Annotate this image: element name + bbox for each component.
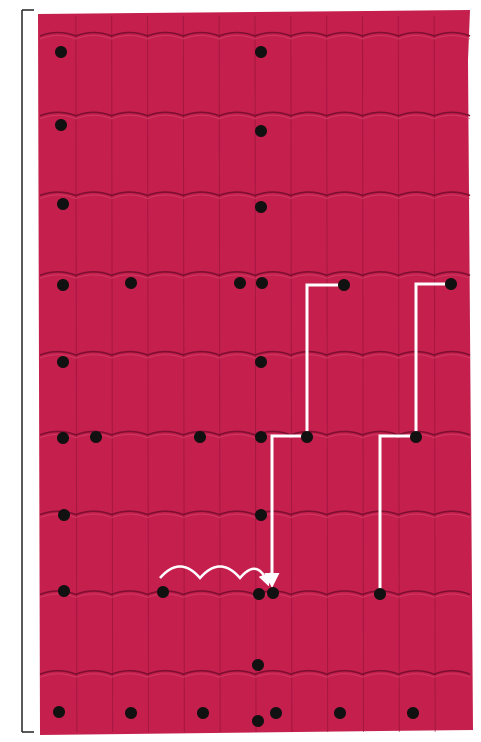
- dot: [270, 707, 282, 719]
- dot: [252, 715, 264, 727]
- dot: [55, 46, 67, 58]
- dot: [57, 198, 69, 210]
- dot: [338, 279, 350, 291]
- dot: [410, 431, 422, 443]
- dot: [90, 431, 102, 443]
- roof: [38, 10, 473, 735]
- dot: [301, 431, 313, 443]
- left-bracket: [22, 10, 34, 732]
- dot: [255, 431, 267, 443]
- dot: [53, 706, 65, 718]
- dot: [255, 509, 267, 521]
- dot: [255, 201, 267, 213]
- dot: [197, 707, 209, 719]
- dot: [445, 278, 457, 290]
- dot: [407, 707, 419, 719]
- dot: [256, 277, 268, 289]
- dot: [255, 125, 267, 137]
- dot: [125, 277, 137, 289]
- dot: [255, 356, 267, 368]
- dot: [58, 509, 70, 521]
- dot: [157, 586, 169, 598]
- dot: [267, 587, 279, 599]
- dot: [253, 588, 265, 600]
- dot: [374, 588, 386, 600]
- dot: [57, 432, 69, 444]
- dot: [255, 46, 267, 58]
- dot: [55, 119, 67, 131]
- dot: [125, 707, 137, 719]
- dot: [334, 707, 346, 719]
- dot: [57, 356, 69, 368]
- dot: [194, 431, 206, 443]
- dot: [234, 277, 246, 289]
- dot: [58, 585, 70, 597]
- dot: [252, 659, 264, 671]
- dot: [57, 279, 69, 291]
